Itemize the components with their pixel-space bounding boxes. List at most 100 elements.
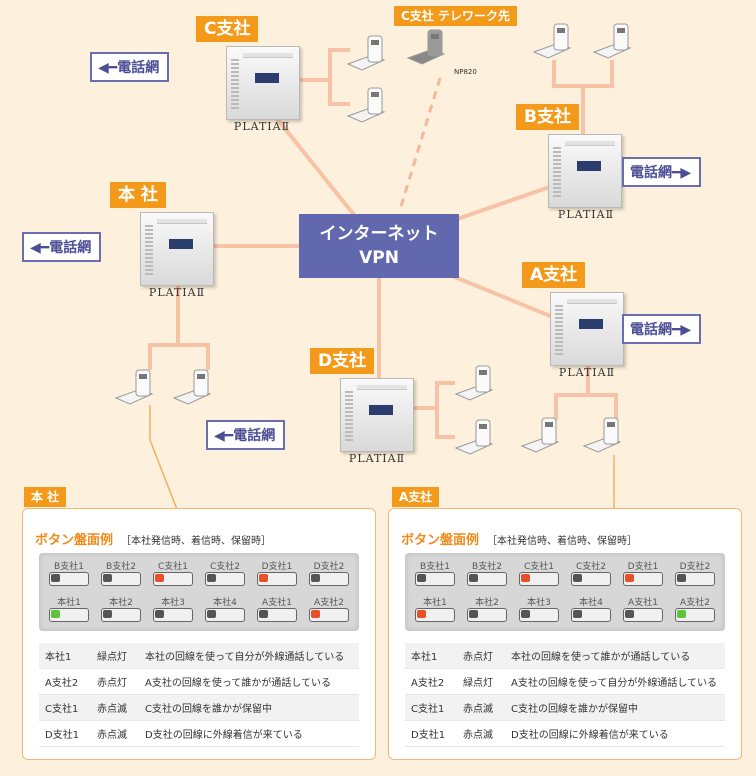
phone-network-label-c: 電話網 (117, 60, 160, 76)
line-key-label: 本社3 (161, 598, 185, 608)
panel-tag-hq: 本 社 (24, 487, 67, 507)
description: D支社の回線に外線着信が来ている (139, 720, 359, 747)
line-key-button[interactable] (467, 572, 507, 586)
line-key-button[interactable] (467, 608, 507, 622)
description: A支社の回線を使って自分が外線通話している (505, 668, 725, 695)
brand-d: PLATIAⅡ (348, 452, 406, 465)
pbx-c (226, 46, 300, 120)
line-key[interactable]: B支社1 (45, 559, 93, 591)
line-key-label: C支社1 (523, 562, 554, 572)
line-key-button[interactable] (257, 572, 297, 586)
line-key-button[interactable] (675, 608, 715, 622)
line-key[interactable]: C支社2 (201, 559, 249, 591)
line-key-button[interactable] (153, 608, 193, 622)
led-indicator (469, 610, 478, 618)
vpn-line1: インターネット (319, 224, 439, 244)
led-indicator (677, 610, 686, 618)
site-tag-a: A支社 (522, 262, 586, 288)
line-key-label: B支社2 (106, 562, 136, 572)
line-key[interactable]: 本社3 (149, 595, 197, 627)
led-indicator (521, 574, 530, 582)
line-key[interactable]: A支社1 (253, 595, 301, 627)
vpn-line2: VPN (359, 248, 399, 268)
led-indicator (103, 610, 112, 618)
line-key-label: 本社4 (579, 598, 603, 608)
description: 本社の回線を使って自分が外線通話している (139, 643, 359, 669)
line-key[interactable]: C支社2 (567, 559, 615, 591)
description: 本社の回線を使って誰かが通話している (505, 643, 725, 669)
line-key-button[interactable] (309, 572, 349, 586)
line-key-button[interactable] (49, 572, 89, 586)
line-key-label: D支社2 (679, 562, 711, 572)
line-key[interactable]: A支社2 (671, 595, 719, 627)
line-key-button[interactable] (205, 572, 245, 586)
brand-a: PLATIAⅡ (558, 366, 616, 379)
telephone-icon (452, 418, 496, 458)
line-key[interactable]: B支社1 (411, 559, 459, 591)
line-key-button[interactable] (205, 608, 245, 622)
led-indicator (155, 610, 164, 618)
line-key-button[interactable] (519, 608, 559, 622)
line-key[interactable]: A支社1 (619, 595, 667, 627)
line-key[interactable]: B支社2 (463, 559, 511, 591)
led-indicator (573, 574, 582, 582)
line-key-button[interactable] (101, 572, 141, 586)
line-key-button[interactable] (257, 608, 297, 622)
lamp-state: 赤点灯 (457, 643, 505, 669)
line-key[interactable]: 本社1 (411, 595, 459, 627)
line-key-label: C支社1 (157, 562, 188, 572)
lamp-state: 赤点滅 (457, 694, 505, 721)
led-indicator (259, 574, 268, 582)
line-key[interactable]: D支社1 (619, 559, 667, 591)
line-key[interactable]: B支社2 (97, 559, 145, 591)
led-indicator (625, 574, 634, 582)
line-key-label: D支社1 (261, 562, 293, 572)
line-name: A支社2 (405, 668, 457, 695)
line-key[interactable]: 本社2 (97, 595, 145, 627)
line-key[interactable]: 本社4 (201, 595, 249, 627)
line-key-button[interactable] (675, 572, 715, 586)
line-key-button[interactable] (415, 608, 455, 622)
line-key[interactable]: 本社1 (45, 595, 93, 627)
description: D支社の回線に外線着信が来ている (505, 720, 725, 747)
line-key-label: 本社1 (57, 598, 81, 608)
telephone-icon (344, 34, 388, 74)
line-key-button[interactable] (153, 572, 193, 586)
line-key-button[interactable] (571, 572, 611, 586)
line-key[interactable]: D支社2 (671, 559, 719, 591)
line-key-label: A支社2 (680, 598, 710, 608)
telephone-icon (112, 368, 156, 408)
led-indicator (155, 574, 164, 582)
line-key[interactable]: 本社2 (463, 595, 511, 627)
line-key-button[interactable] (623, 608, 663, 622)
line-key[interactable]: 本社3 (515, 595, 563, 627)
line-key[interactable]: 本社4 (567, 595, 615, 627)
line-key-button[interactable] (571, 608, 611, 622)
line-key[interactable]: C支社1 (149, 559, 197, 591)
line-key-label: 本社2 (109, 598, 133, 608)
site-tag-c: C支社 (196, 16, 259, 42)
line-key[interactable]: C支社1 (515, 559, 563, 591)
line-key[interactable]: D支社2 (305, 559, 353, 591)
line-key-button[interactable] (309, 608, 349, 622)
line-key-button[interactable] (623, 572, 663, 586)
panel-hq-title: ボタン盤面例［本社発信時、着信時、保留時］ (35, 529, 271, 548)
line-key-button[interactable] (415, 572, 455, 586)
line-key-button[interactable] (49, 608, 89, 622)
line-key-label: C支社2 (575, 562, 606, 572)
line-key-button[interactable] (101, 608, 141, 622)
line-key-button[interactable] (519, 572, 559, 586)
telework-phone-model: NP820 (454, 68, 477, 76)
line-key[interactable]: D支社1 (253, 559, 301, 591)
lamp-state: 赤点滅 (91, 720, 139, 747)
led-indicator (417, 574, 426, 582)
led-indicator (103, 574, 112, 582)
line-key-label: D支社2 (313, 562, 345, 572)
telework-tag: C支社 テレワーク先 (394, 6, 517, 26)
led-indicator (51, 574, 60, 582)
line-key[interactable]: A支社2 (305, 595, 353, 627)
